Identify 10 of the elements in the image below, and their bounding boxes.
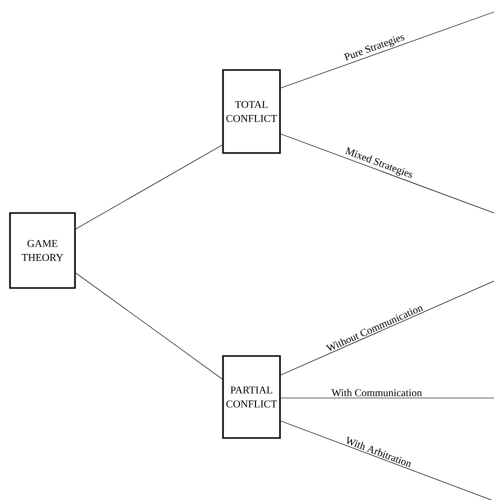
concept-box: TOTAL CONFLICT [222,69,281,154]
concept-box: GAME THEORY [9,212,76,289]
edge-label: With Communication [332,388,422,396]
branch-line [76,144,222,230]
branch-line [280,280,494,376]
branch-line [280,420,494,500]
branch-line [280,12,494,88]
concept-box: PARTIAL CONFLICT [222,355,281,439]
branch-line [76,272,222,380]
branch-line [280,134,494,214]
